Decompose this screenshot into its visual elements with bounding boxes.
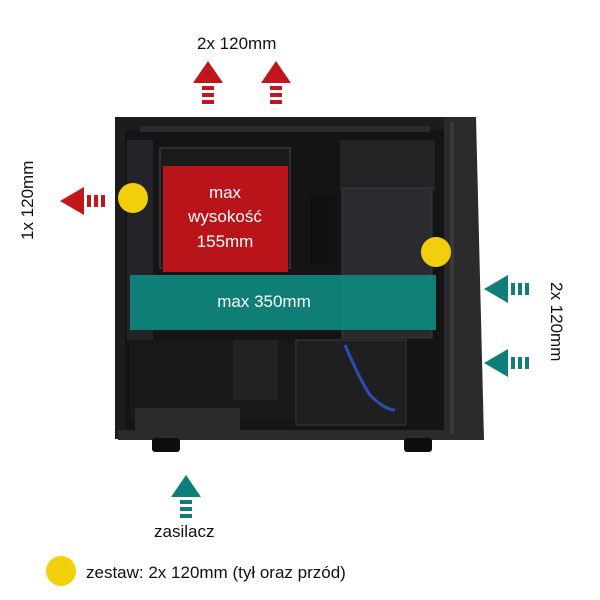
- case-foot: [152, 438, 180, 452]
- rear-fan-dot: [118, 183, 148, 213]
- legend-text: zestaw: 2x 120mm (tył oraz przód): [86, 563, 346, 582]
- cooler-label-line2: wysokość: [187, 207, 262, 226]
- legend-fan-dot: [46, 556, 76, 586]
- case-foot: [404, 438, 432, 452]
- cpu-cooler-zone: max wysokość 155mm: [163, 166, 288, 272]
- top-fans-label: 2x 120mm: [197, 34, 277, 53]
- psu-label: zasilacz: [154, 522, 215, 541]
- top-exhaust-arrow: [261, 61, 291, 104]
- gpu-label: max 350mm: [217, 292, 311, 311]
- front-intake-arrow: [484, 349, 529, 377]
- top-exhaust-arrow: [193, 61, 223, 104]
- front-fans-label: 2x 120mm: [547, 282, 566, 362]
- gpu-length-zone: max 350mm: [130, 275, 436, 330]
- front-fan-dot: [421, 237, 451, 267]
- rear-fan-label: 1x 120mm: [18, 160, 37, 240]
- cooler-label-line3: 155mm: [197, 232, 254, 251]
- rear-exhaust-arrow: [60, 187, 105, 215]
- psu-intake-arrow: [171, 475, 201, 518]
- cooler-label-line1: max: [209, 183, 242, 202]
- front-intake-arrow: [484, 275, 529, 303]
